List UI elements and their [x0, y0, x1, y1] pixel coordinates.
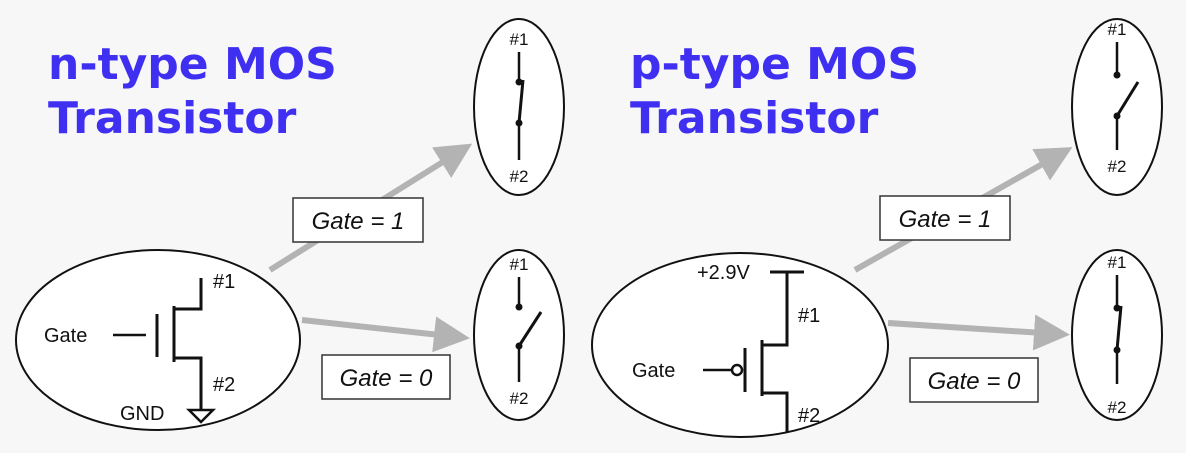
pmos-condition-on-box [879, 195, 1011, 241]
nmos-switch-closed: #1 #2 [473, 18, 565, 196]
nmos-condition-on-box [292, 197, 424, 243]
pmos-ellipse [591, 252, 889, 438]
switch-contact-top [1113, 304, 1121, 312]
nmos-title-line1: n-type MOS [48, 39, 337, 90]
pmos-condition-off: Gate = 0 [909, 357, 1039, 403]
ground-icon [185, 408, 217, 424]
pmos-arrow-off [887, 314, 1070, 351]
nmos-title: n-type MOS Transistor [48, 38, 337, 146]
pmos-condition-off-box [909, 357, 1039, 403]
nmos-condition-off: Gate = 0 [321, 354, 451, 400]
pmos-condition-on-text: Gate = 1 [899, 206, 992, 233]
nmos-title-line2: Transistor [48, 93, 297, 144]
pmos-terminal2-label: #2 [798, 405, 820, 427]
switch-blade-open [1115, 81, 1140, 117]
pmos-transistor: +2.9V Gate #1 #2 [591, 252, 889, 438]
pmos-supply-label: +2.9V [697, 262, 750, 284]
nmos-switch-on-bottom-label: #2 [510, 167, 529, 186]
pmos-gate-label: Gate [632, 360, 675, 382]
pmos-switch-on-top-label: #1 [1108, 20, 1127, 39]
pmos-title-line1: p-type MOS [630, 39, 920, 90]
nmos-drain [174, 278, 203, 311]
nmos-switch-open: #1 #2 [473, 249, 565, 421]
pmos-title: p-type MOS Transistor [630, 38, 919, 146]
nmos-switch-off-bottom-label: #2 [510, 389, 529, 408]
nmos-switch-off-ellipse [473, 249, 565, 421]
pmos-condition-on: Gate = 1 [879, 195, 1011, 241]
pmos-switch-off-top-label: #1 [1108, 253, 1127, 272]
pmos-title-line2: Transistor [630, 93, 879, 144]
pmos-switch-on-ellipse [1071, 18, 1163, 196]
nmos-switch-on-top-label: #1 [510, 30, 529, 49]
switch-contact-top [1113, 71, 1121, 79]
pmos-switch-open: #1 #2 [1071, 18, 1163, 196]
pmos-drain [762, 391, 789, 432]
nmos-arrow-off [301, 316, 470, 353]
nmos-condition-on: Gate = 1 [292, 197, 424, 243]
nmos-source [174, 356, 203, 410]
pmos-source [762, 272, 789, 347]
nmos-arrows [268, 143, 473, 353]
pmos-condition-off-text: Gate = 0 [928, 368, 1021, 395]
switch-blade-open [517, 311, 543, 347]
pmos-arrows [853, 147, 1073, 351]
switch-blade-closed [517, 79, 525, 124]
switch-contact-top [515, 303, 523, 311]
nmos-gate-label: Gate [44, 325, 87, 347]
pmos-terminal1-label: #1 [798, 305, 820, 327]
switch-contact-top [515, 78, 523, 86]
nmos-condition-off-text: Gate = 0 [340, 365, 433, 392]
pmos-switch-off-bottom-label: #2 [1108, 398, 1127, 417]
nmos-condition-off-box [321, 354, 451, 400]
nmos-switch-off-top-label: #1 [510, 255, 529, 274]
nmos-terminal1-label: #1 [213, 271, 235, 293]
switch-blade-closed [1115, 305, 1123, 351]
nmos-condition-on-text: Gate = 1 [312, 208, 405, 235]
nmos-terminal2-label: #2 [213, 374, 235, 396]
nmos-transistor: Gate #1 #2 GND [15, 249, 301, 431]
nmos-ground-label: GND [120, 403, 164, 425]
pmos-switch-closed: #1 #2 [1071, 249, 1163, 421]
pmos-gate-bubble-icon [730, 363, 744, 377]
pmos-switch-on-bottom-label: #2 [1108, 157, 1127, 176]
